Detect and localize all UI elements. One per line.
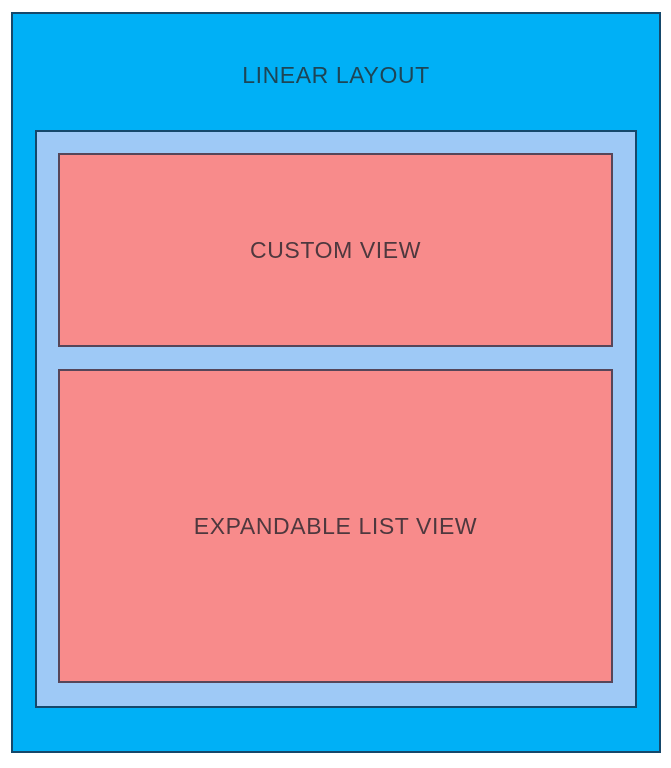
expandable-list-view-label: EXPANDABLE LIST VIEW: [193, 512, 478, 539]
linear-layout-box: LINEAR LAYOUT CUSTOM VIEW EXPANDABLE LIS…: [11, 12, 661, 753]
linear-layout-title: LINEAR LAYOUT: [242, 61, 430, 88]
custom-view-label: CUSTOM VIEW: [249, 236, 421, 263]
expandable-list-view-box: EXPANDABLE LIST VIEW: [58, 369, 613, 683]
custom-view-box: CUSTOM VIEW: [58, 153, 613, 347]
content-panel: CUSTOM VIEW EXPANDABLE LIST VIEW: [35, 130, 637, 708]
